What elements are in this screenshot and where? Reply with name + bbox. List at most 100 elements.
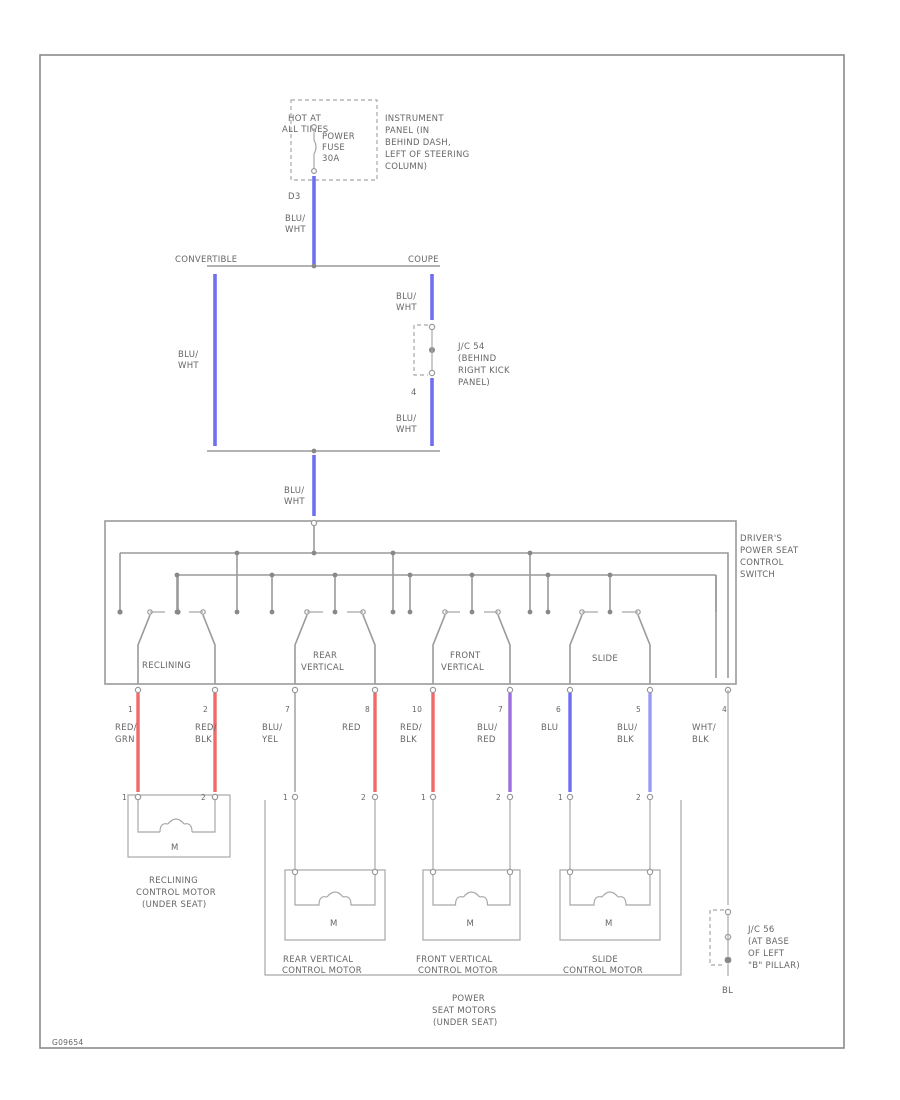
harness-label-6-1: BLU/ — [477, 723, 497, 733]
rear-pin-1: 1 — [283, 793, 288, 802]
fuse-desc-5: COLUMN) — [385, 162, 427, 172]
switch-section-reclining — [137, 550, 275, 684]
svg-text:LEFT OF STEERING: LEFT OF STEERING — [385, 150, 470, 160]
jc54-pin: 4 — [411, 388, 417, 398]
fuse-pin-label: D3 — [288, 192, 301, 202]
harness-pin-label-7: 6 — [556, 705, 561, 714]
harness-label-5-2: BLK — [400, 735, 417, 745]
slide-motor-symbol: M — [605, 919, 613, 929]
switch-section-rear-vertical — [294, 550, 413, 684]
svg-text:DRIVER'S: DRIVER'S — [740, 534, 782, 544]
branch-left-label: CONVERTIBLE — [175, 255, 237, 265]
harness-pin-4 — [371, 686, 379, 694]
harness-pin-3 — [291, 686, 299, 694]
rear-motor-symbol: M — [330, 919, 338, 929]
svg-text:WHT: WHT — [178, 361, 199, 371]
svg-text:J/C 56: J/C 56 — [747, 925, 775, 935]
svg-text:WHT: WHT — [284, 497, 305, 507]
hot-at-line-1: HOT AT — [288, 114, 322, 124]
harness-label-9-2: BLK — [692, 735, 709, 745]
harness-pin-label-9: 4 — [722, 705, 727, 714]
svg-text:"B" PILLAR): "B" PILLAR) — [748, 961, 800, 971]
harness-label-9-1: WHT/ — [692, 723, 716, 733]
switch-section-slide — [569, 572, 651, 684]
harness-label-2-1: RED/ — [195, 723, 217, 733]
hot-at-line-2: ALL TIMES — [282, 125, 329, 135]
main-wire-label-1: BLU/ — [285, 214, 305, 224]
svg-text:BLU/: BLU/ — [178, 350, 198, 360]
switch-name-3: CONTROL — [740, 558, 784, 568]
svg-text:CONTROL: CONTROL — [740, 558, 784, 568]
right-lower-label-2: WHT — [396, 425, 417, 435]
fuse-block: HOT AT ALL TIMES POWER FUSE 30A INSTRUME… — [282, 99, 470, 202]
slide-pin-1: 1 — [558, 793, 563, 802]
group-label-3: (UNDER SEAT) — [433, 1018, 497, 1028]
svg-text:POWER SEAT: POWER SEAT — [740, 546, 799, 556]
section-label-rear-2: VERTICAL — [301, 663, 344, 673]
svg-text:WHT: WHT — [396, 303, 417, 313]
main-wire-label-2: WHT — [285, 225, 306, 235]
jc54-text-4: PANEL) — [458, 378, 490, 388]
harness-pin-label-4: 8 — [365, 705, 370, 714]
recl-motor-label-2: CONTROL MOTOR — [136, 888, 216, 898]
harness-pin-7 — [566, 686, 574, 694]
right-upper-label-2: WHT — [396, 303, 417, 313]
fuse-desc-2: PANEL (IN — [385, 126, 429, 136]
svg-text:RECLINING: RECLINING — [149, 876, 198, 886]
svg-text:PANEL): PANEL) — [458, 378, 490, 388]
front-motor-label-2: CONTROL MOTOR — [418, 966, 498, 976]
reclining-motor: 1 2 M RECLINING CONTROL MOTOR (UNDER SEA… — [122, 793, 231, 910]
slide-pin-2: 2 — [636, 793, 641, 802]
slide-motor-label-1: SLIDE — [592, 955, 618, 965]
svg-text:POWER: POWER — [452, 994, 485, 1004]
svg-text:OF LEFT: OF LEFT — [748, 949, 785, 959]
right-upper-label-1: BLU/ — [396, 292, 416, 302]
svg-text:POWER: POWER — [322, 132, 355, 142]
harness-pin-label-6: 7 — [498, 705, 503, 714]
junction-connector-54: J/C 54 (BEHIND RIGHT KICK PANEL) 4 — [411, 323, 510, 398]
harness-label-4-1: RED — [342, 723, 361, 733]
svg-text:INSTRUMENT: INSTRUMENT — [385, 114, 444, 124]
svg-text:(UNDER SEAT): (UNDER SEAT) — [433, 1018, 497, 1028]
rear-vertical-motor: 1 2M — [283, 793, 386, 941]
svg-text:BLU/: BLU/ — [285, 214, 305, 224]
harness-pin-6 — [506, 686, 514, 694]
diagram-code: G09654 — [52, 1038, 83, 1047]
harness-pin-label-8: 5 — [636, 705, 641, 714]
svg-text:BLU/: BLU/ — [396, 292, 416, 302]
fuse-desc-1: INSTRUMENT — [385, 114, 444, 124]
jc54-text-1: J/C 54 — [457, 342, 485, 352]
svg-text:ALL TIMES: ALL TIMES — [282, 125, 329, 135]
fuse-text-1: POWER — [322, 132, 355, 142]
jc54-text-3: RIGHT KICK — [458, 366, 510, 376]
rear-motor-label-1: REAR VERTICAL — [283, 955, 353, 965]
section-label-front-1: FRONT — [450, 651, 481, 661]
svg-text:J/C 54: J/C 54 — [457, 342, 485, 352]
slide-motor-label-2: CONTROL MOTOR — [563, 966, 643, 976]
rear-motor-label-2: CONTROL MOTOR — [282, 966, 362, 976]
branch-right-label: COUPE — [408, 255, 439, 265]
harness-label-8-1: BLU/ — [617, 723, 637, 733]
ground-text-4: "B" PILLAR) — [748, 961, 800, 971]
switch-name-4: SWITCH — [740, 570, 775, 580]
svg-text:WHT: WHT — [396, 425, 417, 435]
seat-motor-group-bracket — [264, 800, 682, 976]
recl-motor-label-3: (UNDER SEAT) — [142, 900, 206, 910]
svg-text:PANEL (IN: PANEL (IN — [385, 126, 429, 136]
ground-text-3: OF LEFT — [748, 949, 785, 959]
section-label-slide: SLIDE — [592, 654, 618, 664]
harness-label-2-2: BLK — [195, 735, 212, 745]
power-seat-switch: DRIVER'S POWER SEAT CONTROL SWITCH RECLI… — [104, 519, 799, 685]
section-label-reclining: RECLINING — [142, 661, 191, 671]
diagram-frame — [39, 54, 845, 1049]
rear-pin-2: 2 — [361, 793, 366, 802]
harness-pin-8 — [646, 686, 654, 694]
harness-label-1-2: GRN — [115, 735, 135, 745]
harness-label-8-2: BLK — [617, 735, 634, 745]
recl-motor-symbol: M — [171, 843, 179, 853]
fuse-text-2: FUSE — [322, 143, 345, 153]
svg-text:(AT BASE: (AT BASE — [748, 937, 789, 947]
svg-text:RIGHT KICK: RIGHT KICK — [458, 366, 510, 376]
harness-pin-1 — [134, 686, 142, 694]
